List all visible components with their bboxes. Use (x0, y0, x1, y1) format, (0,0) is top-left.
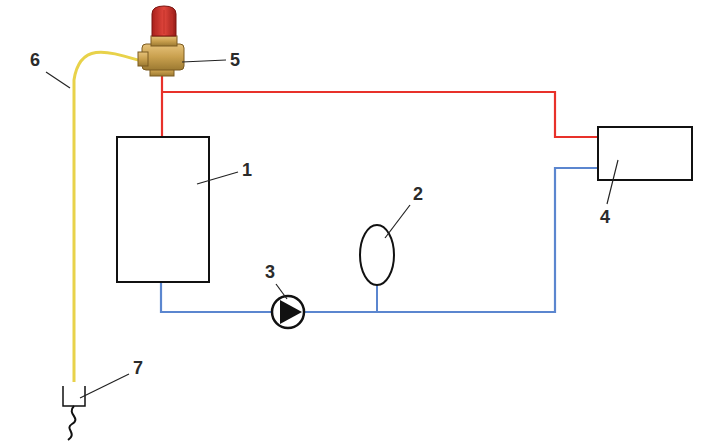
callout-number: 3 (265, 262, 275, 282)
supply-pipe (162, 72, 598, 137)
safety-valve (138, 6, 184, 76)
vessel-stem (376, 285, 378, 312)
callout-number: 1 (242, 160, 252, 180)
boiler-box (117, 137, 209, 282)
callout-number: 6 (30, 50, 40, 70)
leader-lines (46, 60, 618, 398)
pump-symbol (272, 296, 304, 328)
callout-number: 4 (600, 207, 610, 227)
pump-arrow (280, 300, 302, 324)
callout-number: 2 (413, 184, 423, 204)
drain-hose (74, 52, 145, 382)
callout-number: 5 (230, 50, 240, 70)
drain-funnel (63, 386, 85, 406)
return-pipe (161, 168, 598, 312)
callout-number: 7 (133, 358, 143, 378)
drain-outlet (68, 406, 75, 440)
radiator-box (598, 127, 692, 180)
expansion-vessel (360, 225, 394, 285)
